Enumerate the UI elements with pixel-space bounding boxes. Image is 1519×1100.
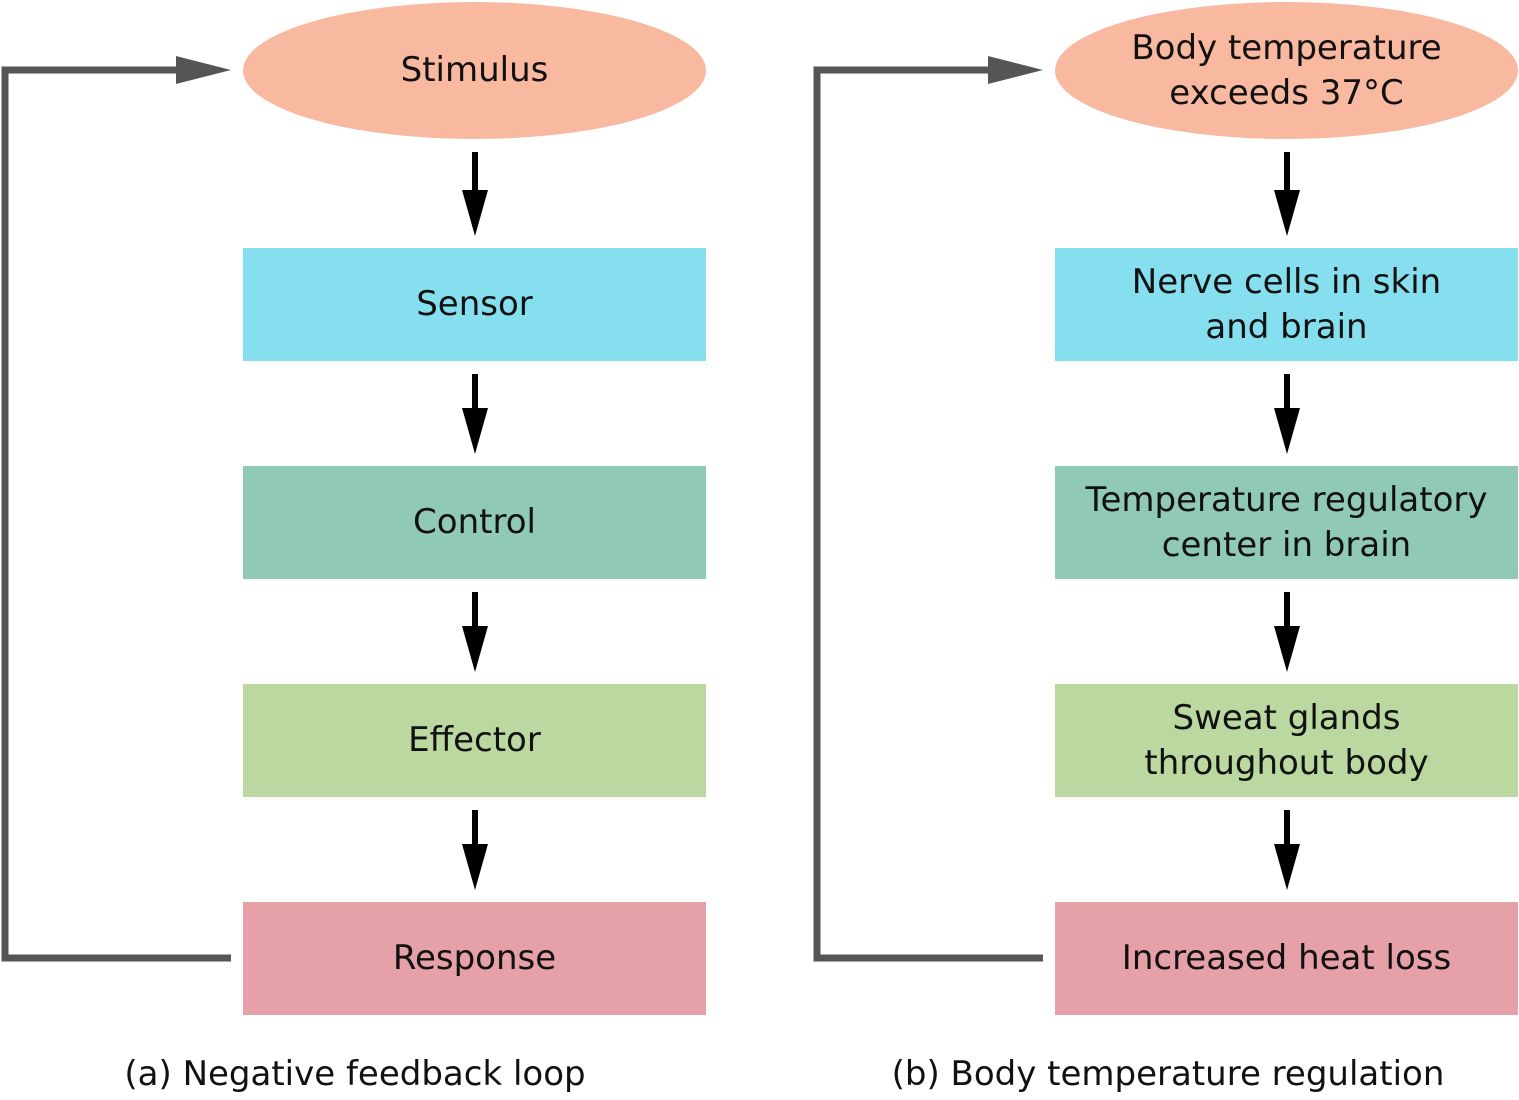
panel-a-control-label: Control — [413, 502, 536, 542]
panel-b-sweat-glands-box: Sweat glands throughout body — [1055, 684, 1518, 797]
panel-a-response-box: Response — [243, 902, 706, 1015]
panel-a-sensor-label: Sensor — [416, 284, 533, 324]
panel-a-effector-label: Effector — [408, 720, 541, 760]
panel-b-nerve-cells-label: Nerve cells in skin and brain — [1131, 261, 1442, 347]
arrow-regulatory-center-to-sweat-glands — [1274, 592, 1300, 672]
panel-b-feedback-loop — [813, 56, 1043, 962]
panel-b-regulatory-center-box: Temperature regulatory center in brain — [1055, 466, 1518, 579]
panel-b-sweat-glands-label: Sweat glands throughout body — [1144, 697, 1429, 783]
panel-b-caption: (b) Body temperature regulation — [891, 1054, 1445, 1094]
panel-b-heat-loss-box: Increased heat loss — [1055, 902, 1518, 1015]
arrow-nerve-cells-to-regulatory-center — [1274, 374, 1300, 454]
panel-a-stimulus-label: Stimulus — [400, 50, 549, 90]
arrow-temperature-to-nerve-cells — [1274, 152, 1300, 236]
panel-a-stimulus-ellipse: Stimulus — [243, 2, 706, 139]
arrow-sweat-glands-to-heat-loss — [1274, 810, 1300, 890]
arrow-effector-to-response — [462, 810, 488, 890]
arrow-control-to-effector — [462, 592, 488, 672]
arrow-sensor-to-control — [462, 374, 488, 454]
panel-a-control-box: Control — [243, 466, 706, 579]
panel-a-down-arrows — [462, 152, 488, 890]
panel-a-caption: (a) Negative feedback loop — [124, 1054, 586, 1094]
panel-a-effector-box: Effector — [243, 684, 706, 797]
panel-b-regulatory-center-label: Temperature regulatory center in brain — [1085, 479, 1488, 565]
arrow-stimulus-to-sensor — [462, 152, 488, 236]
panel-b-heat-loss-label: Increased heat loss — [1121, 938, 1452, 978]
panel-b-down-arrows — [1274, 152, 1300, 890]
panel-b-temperature-ellipse: Body temperature exceeds 37°C — [1055, 2, 1518, 139]
panel-b-nerve-cells-box: Nerve cells in skin and brain — [1055, 248, 1518, 361]
panel-a-sensor-box: Sensor — [243, 248, 706, 361]
panel-b-temperature-label: Body temperature exceeds 37°C — [1131, 27, 1442, 113]
panel-a-response-label: Response — [392, 938, 557, 978]
panel-a-feedback-loop — [1, 56, 231, 962]
